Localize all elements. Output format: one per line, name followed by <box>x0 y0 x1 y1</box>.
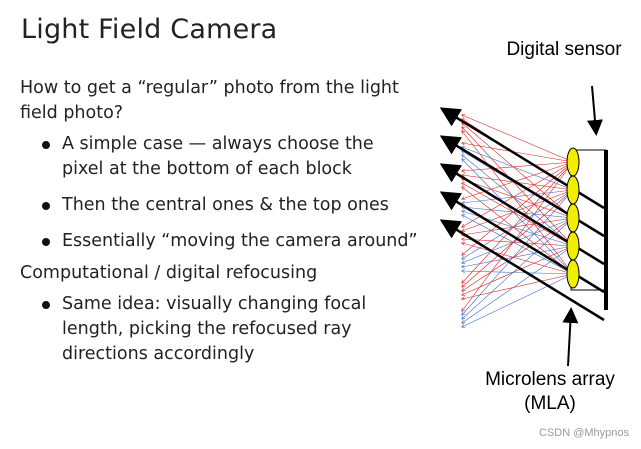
slide-title: Light Field Camera <box>21 14 278 45</box>
intro-paragraph: How to get a “regular” photo from the li… <box>20 78 399 123</box>
bullet-dot-icon <box>42 301 50 309</box>
light-field-svg <box>439 85 608 367</box>
ray-line <box>462 161 574 171</box>
bullet-text: Then the central ones & the top ones <box>62 195 389 215</box>
ray-line <box>462 161 574 311</box>
ray-line <box>462 245 574 295</box>
ray-line <box>462 115 574 163</box>
bullet-dot-icon <box>42 238 50 246</box>
section-heading: Computational / digital refocusing <box>20 263 318 283</box>
main-ray-line <box>439 219 605 322</box>
watermark: CSDN @Mhypnos <box>538 427 629 439</box>
bullet-list-2: Same idea: visually changing focal lengt… <box>20 292 420 367</box>
ray-line <box>462 131 574 275</box>
ray-line <box>462 239 574 247</box>
microlens-array <box>566 147 607 291</box>
ray-line <box>462 217 574 291</box>
ray-line <box>462 161 574 227</box>
ray-line <box>462 217 574 319</box>
ray-line <box>462 183 574 247</box>
ray-line <box>462 189 574 315</box>
ray-line <box>462 147 574 191</box>
ray-line <box>462 215 574 275</box>
ray-line <box>462 161 574 199</box>
main-ray-line <box>439 163 605 266</box>
main-ray-line <box>439 191 605 294</box>
slide-body: How to get a “regular” photo from the li… <box>20 76 420 378</box>
bullet-item: A simple case — always choose the pixel … <box>20 132 420 182</box>
ray-line <box>462 179 574 219</box>
microlens-icon <box>566 203 580 233</box>
light-field-diagram: Digital sensor Microlens array (MLA) <box>428 28 638 428</box>
ray-line <box>462 189 574 203</box>
bullet-item: Then the central ones & the top ones <box>20 193 420 218</box>
ray-line <box>462 155 574 247</box>
microlens-icon <box>566 147 580 177</box>
ray-line <box>462 123 574 219</box>
bullet-text: Essentially “moving the camera around” <box>62 231 418 251</box>
ray-line <box>462 207 574 219</box>
bullet-text: A simple case — always choose the pixel … <box>62 134 374 179</box>
ray-line <box>462 243 574 275</box>
ray-line <box>462 161 574 283</box>
ray-fans <box>462 115 574 327</box>
mla-arrow-icon <box>562 307 579 367</box>
ray-line <box>462 217 574 235</box>
ray-line <box>462 271 574 275</box>
ray-line <box>462 189 574 259</box>
ray-line <box>462 143 574 163</box>
sensor-arrow-icon <box>586 85 603 136</box>
mla-label: Microlens array (MLA) <box>485 369 615 414</box>
ray-line <box>462 187 574 275</box>
microlens-icon <box>566 231 580 261</box>
ray-line <box>462 245 574 267</box>
bullet-item: Essentially “moving the camera around” <box>20 229 420 254</box>
main-ray-line <box>439 135 605 238</box>
microlens-icon <box>566 259 580 289</box>
ray-line <box>462 159 574 275</box>
bullet-text: Same idea: visually changing focal lengt… <box>62 294 367 364</box>
ray-line <box>462 127 574 247</box>
ray-line <box>462 273 574 327</box>
bullet-list-1: A simple case — always choose the pixel … <box>20 132 420 254</box>
microlens-icon <box>566 175 580 205</box>
bullet-dot-icon <box>42 141 50 149</box>
ray-line <box>462 245 574 323</box>
bullet-dot-icon <box>42 202 50 210</box>
ray-line <box>462 217 574 263</box>
sensor-label: Digital sensor <box>506 39 622 60</box>
ray-line <box>462 273 574 299</box>
bullet-item: Same idea: visually changing focal lengt… <box>20 292 420 367</box>
